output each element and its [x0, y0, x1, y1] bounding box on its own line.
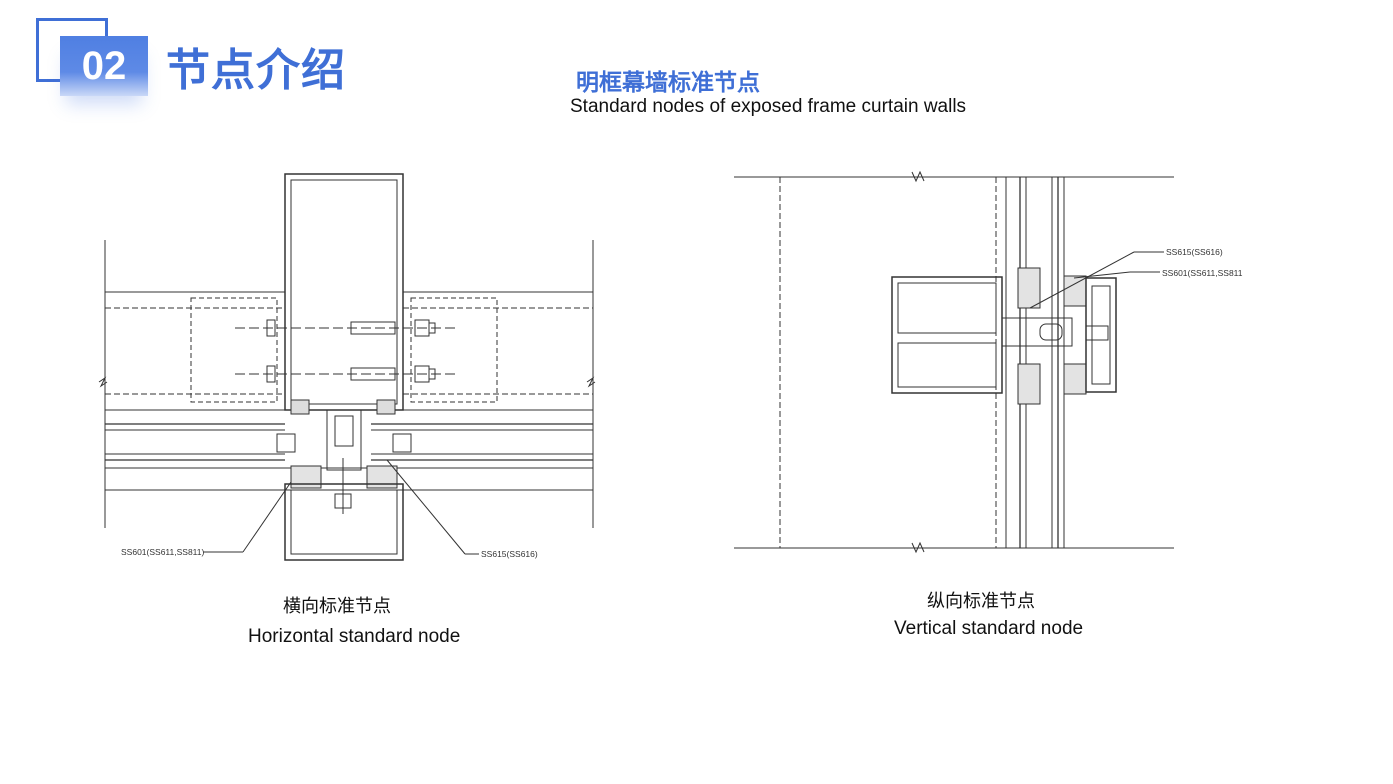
section-badge: [60, 36, 148, 96]
page-title-cn: 明框幕墙标准节点: [576, 70, 760, 96]
label-ss615: SS615(SS616): [481, 549, 538, 559]
label-ss615-vertical: SS615(SS616): [1166, 247, 1223, 257]
page-title-en: Standard nodes of exposed frame curtain …: [570, 96, 967, 117]
section-number: 02: [81, 44, 127, 88]
horizontal-caption-cn: 横向标准节点: [283, 596, 391, 617]
horizontal-node-drawing: SS601(SS611,SS811) SS615(SS616): [95, 168, 605, 568]
label-ss601: SS601(SS611,SS811): [121, 547, 204, 557]
vertical-caption-en: Vertical standard node: [894, 618, 1084, 639]
section-title: 节点介绍: [166, 45, 346, 96]
vertical-node-drawing: SS615(SS616) SS601(SS611,SS811: [730, 168, 1250, 558]
vertical-caption-cn: 纵向标准节点: [927, 591, 1035, 612]
label-ss601-vertical: SS601(SS611,SS811: [1162, 268, 1243, 278]
horizontal-caption-en: Horizontal standard node: [248, 626, 461, 647]
